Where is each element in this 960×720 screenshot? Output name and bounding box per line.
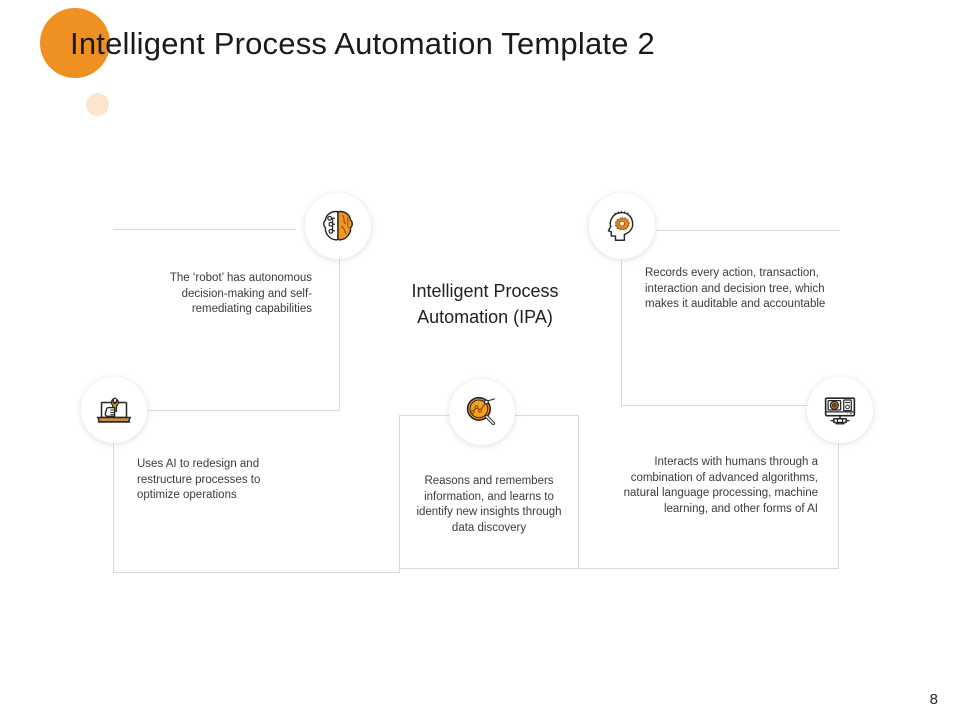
title-accent-circle-small [86,93,109,116]
connector-line-bottomright-bottom [578,568,839,569]
title-accent-circle-large [40,8,110,78]
connector-line-topleft-horizontal [113,229,296,230]
center-label-line2: Automation (IPA) [417,307,553,327]
center-label: Intelligent Process Automation (IPA) [375,278,595,330]
connector-line-center-bottom [399,568,579,569]
node-text-data-discovery: Reasons and remembers information, and l… [416,475,562,534]
ai-brain-icon-glyph [323,210,353,241]
node-text-redesign-processes: Uses AI to redesign and restructure proc… [137,458,261,501]
laptop-wrench-icon[interactable] [81,377,147,443]
center-label-line1: Intelligent Process [411,281,559,301]
connector-line-center-right [578,415,579,569]
page-title: Intelligent Process Automation Template … [70,26,655,61]
robot-machine-icon-glyph [824,397,856,425]
magnifier-chart-icon[interactable] [449,379,515,445]
connector-line-topleft-bottom [148,410,340,411]
magnifier-chart-icon-glyph [466,396,496,425]
page-number: 8 [929,691,938,708]
laptop-wrench-icon-glyph [97,397,131,423]
connector-line-topleft-vertical [339,250,340,411]
robot-machine-icon[interactable] [807,377,873,443]
node-text-records-audit: Records every action, transaction, inter… [645,267,826,310]
node-text-autonomous-decision: The ‘robot’ has autonomous decision-maki… [169,272,312,315]
connector-line-topright-vertical [621,251,622,405]
connector-line-bottomleft-right [399,415,400,573]
connector-line-bottomleft-bottom [113,572,400,573]
node-text-human-interaction: Interacts with humans through a combinat… [623,456,818,515]
head-gear-icon[interactable] [589,193,655,259]
connector-line-center-top-right [515,415,579,416]
connector-line-topright-bottom [621,405,808,406]
connector-line-bottomleft-left [113,441,114,572]
connector-line-center-top-left [399,415,451,416]
head-gear-icon-glyph [607,210,634,241]
connector-line-bottomright-right [838,441,839,568]
ai-brain-icon[interactable] [305,193,371,259]
connector-line-topright-horizontal [656,230,840,231]
